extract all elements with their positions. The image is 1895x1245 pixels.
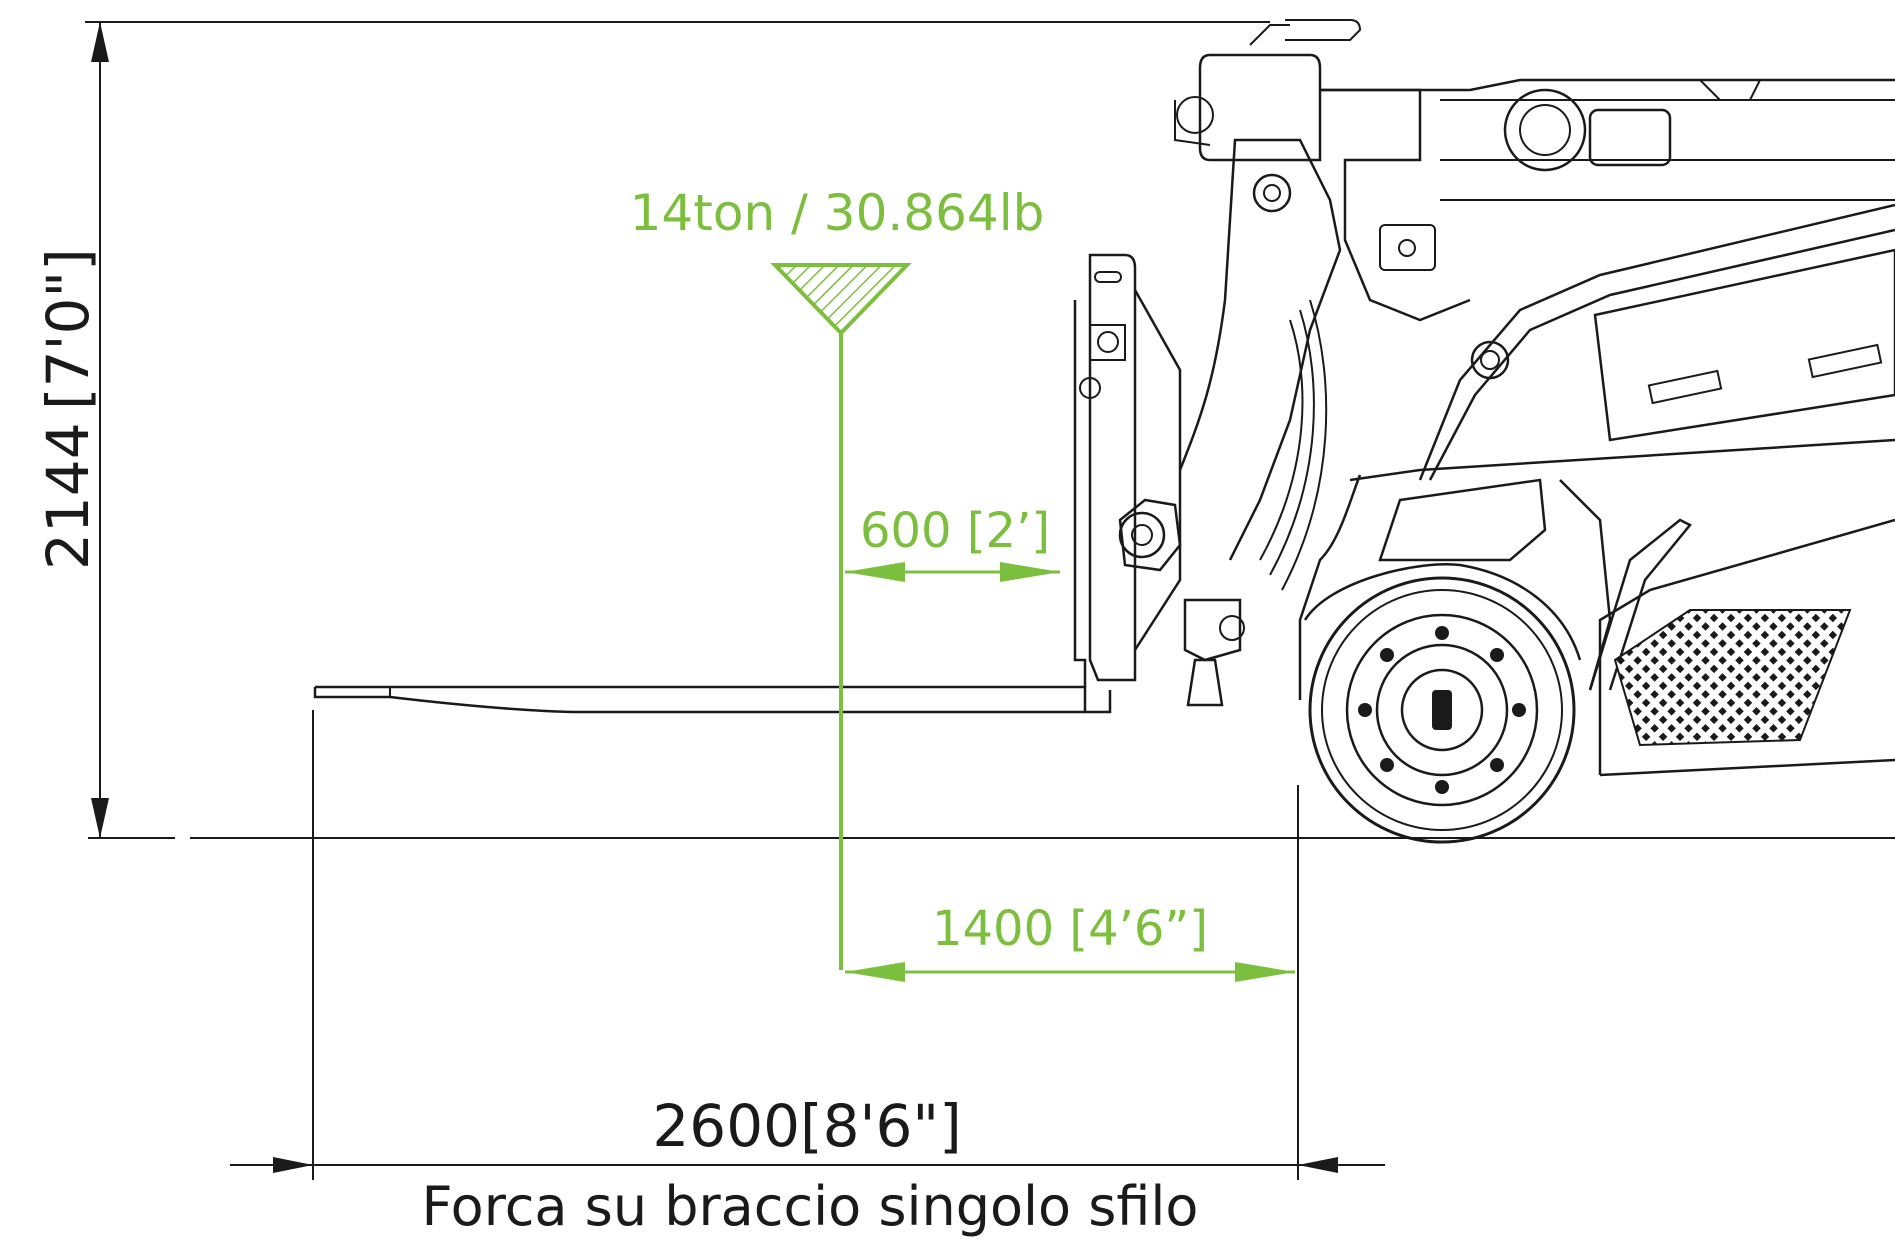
dimension-600: 600 [2’] — [845, 503, 1060, 582]
fork-length-imperial: [8'6"] — [800, 1092, 962, 1160]
height-dimension: 2144 [7'0"] — [34, 21, 1270, 838]
load-capacity-label: 14ton / 30.864lb — [630, 184, 1045, 242]
dimension-600-label: 600 [2’] — [860, 503, 1050, 559]
dimension-2600: 2600 [8'6"] — [230, 710, 1385, 1180]
wheel — [1308, 576, 1576, 844]
dimension-1400: 1400 [4’6”] — [845, 785, 1299, 1180]
height-value: 2144 — [34, 422, 102, 570]
dimension-1400-label: 1400 [4’6”] — [932, 901, 1208, 957]
height-imperial: [7'0"] — [34, 248, 102, 410]
load-center-triangle — [770, 263, 912, 336]
fork-length-value: 2600 — [652, 1092, 800, 1160]
vehicle-body — [1298, 203, 1895, 777]
mast — [1118, 19, 1362, 707]
arrowhead-bottom — [91, 798, 109, 838]
hydraulics — [1174, 78, 1895, 591]
arrowhead-top — [91, 22, 109, 62]
fork — [313, 253, 1137, 714]
diagram-caption: Forca su braccio singolo sfilo — [422, 1175, 1199, 1238]
grille — [1613, 609, 1852, 747]
load-marker: 14ton / 30.864lb — [630, 184, 1045, 970]
